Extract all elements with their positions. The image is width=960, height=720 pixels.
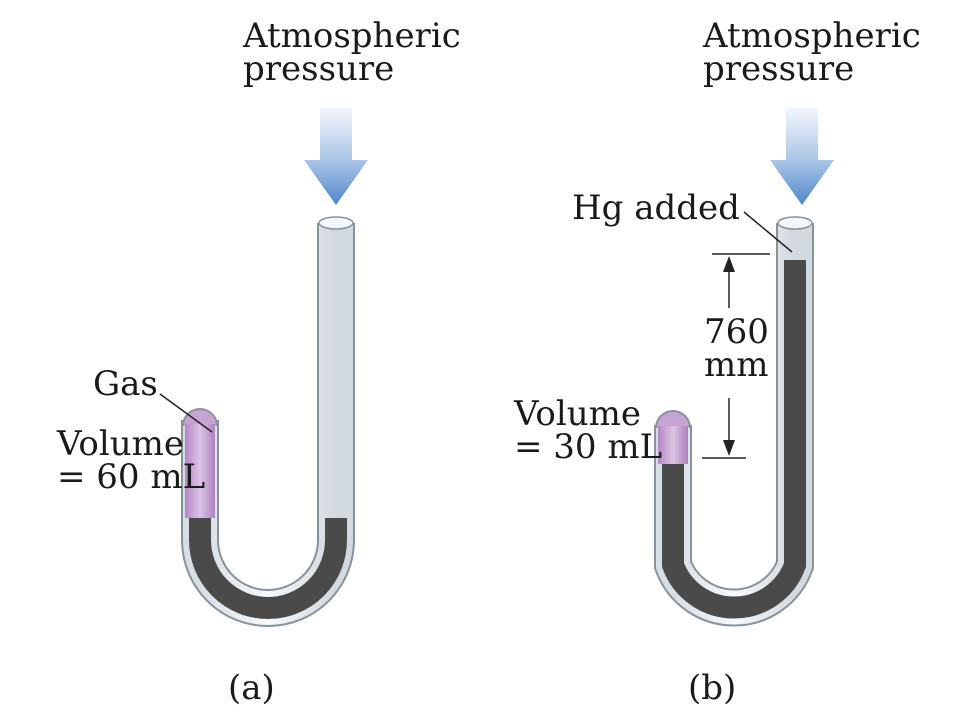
panel-a: [159, 108, 368, 627]
volume-label-a-line1: Volume: [57, 424, 185, 464]
tube-closed-top: [655, 410, 691, 429]
height-label-unit: mm: [704, 345, 769, 385]
pressure-label-b-line2: pressure: [703, 49, 855, 89]
height-label-value: 760: [704, 312, 769, 352]
atmospheric-pressure-arrow-icon: [770, 108, 834, 205]
pressure-label-a-line2: pressure: [243, 49, 395, 89]
tube-open-top: [318, 216, 354, 230]
up-arrow-icon: [723, 256, 735, 272]
pressure-label-a-line1: Atmospheric: [243, 16, 461, 56]
gas-label: Gas: [93, 364, 158, 404]
volume-label-b-line2: = 30 mL: [514, 427, 663, 467]
gas-column: [185, 424, 215, 518]
u-tube-glass: [181, 223, 355, 627]
u-tube-glass-inner: [183, 223, 353, 625]
tube-closed-top: [182, 408, 218, 427]
atmospheric-pressure-arrow-icon: [304, 108, 368, 205]
down-arrow-icon: [723, 440, 735, 456]
mercury-column: [189, 518, 347, 619]
gas-column: [658, 426, 688, 464]
height-label: 760 mm: [704, 312, 769, 385]
hg-added-pointer-line: [743, 211, 793, 253]
hg-added-label: Hg added: [572, 188, 740, 228]
caption-b: (b): [688, 668, 737, 708]
volume-label-a-line2: = 60 mL: [57, 457, 206, 497]
u-tube-glass: [654, 223, 814, 627]
panel-b: [654, 108, 834, 627]
volume-label-a: Volume = 60 mL: [57, 424, 206, 497]
pressure-label-b: Atmospheric pressure: [703, 16, 921, 89]
gas-pointer-line: [159, 393, 213, 433]
pressure-label-b-line1: Atmospheric: [703, 16, 921, 56]
pressure-label-a: Atmospheric pressure: [243, 16, 461, 89]
tube-open-top: [777, 216, 813, 230]
volume-label-b-line1: Volume: [514, 394, 642, 434]
caption-a: (a): [228, 668, 275, 708]
mercury-column: [662, 260, 806, 619]
volume-label-b: Volume = 30 mL: [514, 394, 663, 467]
